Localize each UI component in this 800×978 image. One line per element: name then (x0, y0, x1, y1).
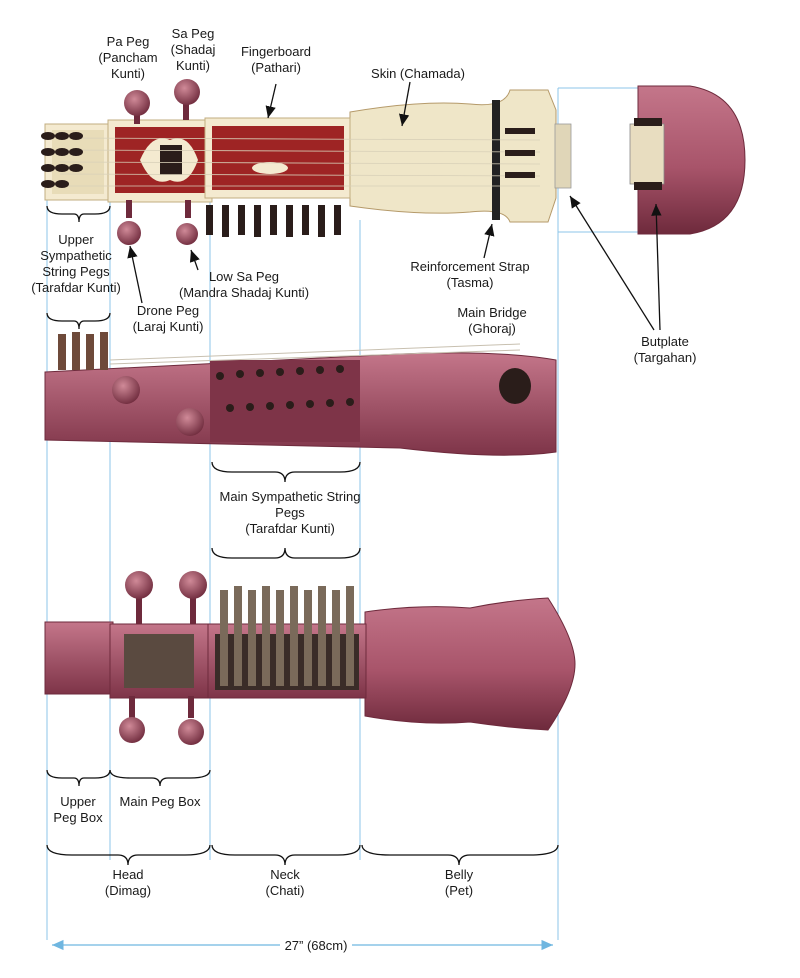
arrow-skin (398, 81, 411, 127)
reinforcement-strap (492, 100, 500, 220)
label-line: (Chati) (265, 883, 304, 898)
label-line: (Mandra Shadaj Kunti) (179, 285, 309, 300)
sa-peg-knobs (174, 79, 200, 245)
label-line: Kunti) (176, 58, 210, 73)
label-line: Low Sa Peg (209, 269, 279, 284)
label-line: Main Sympathetic String (220, 489, 361, 504)
label-line: (Tasma) (447, 275, 494, 290)
overall-length-label: 27” (68cm) (285, 938, 348, 953)
label-fingerboard: Fingerboard(Pathari) (241, 44, 311, 75)
braces (46, 205, 559, 866)
arrow-butplate-1 (569, 195, 655, 331)
top-view-instrument (41, 79, 572, 245)
label-line: (Shadaj (171, 42, 216, 57)
label-head: Head(Dimag) (105, 867, 151, 898)
label-main-peg-box: Main Peg Box (120, 794, 201, 809)
label-skin: Skin (Chamada) (371, 66, 465, 81)
guide-lines (46, 87, 640, 940)
brace-main-sympathetic-top (211, 461, 361, 483)
label-line: (Pathari) (251, 60, 301, 75)
label-line: Pegs (275, 505, 305, 520)
label-line: (Dimag) (105, 883, 151, 898)
label-line: Fingerboard (241, 44, 311, 59)
arrows (127, 81, 662, 331)
brace-belly (361, 844, 559, 866)
label-line: Butplate (641, 334, 689, 349)
dimension-line: 27” (68cm) (52, 938, 553, 953)
label-line: Upper (58, 232, 94, 247)
pa-peg-knobs (117, 90, 150, 245)
brace-upper-peg-box (46, 769, 111, 787)
arrow-drone-peg (127, 245, 143, 304)
brace-head (46, 844, 211, 866)
label-butplate: Butplate(Targahan) (634, 334, 697, 365)
label-low-sa-peg: Low Sa Peg(Mandra Shadaj Kunti) (179, 269, 309, 300)
label-line: (Pet) (445, 883, 473, 898)
label-drone-peg: Drone Peg(Laraj Kunti) (133, 303, 204, 334)
label-line: Belly (445, 867, 474, 882)
arrow-butplate-2 (651, 203, 662, 331)
arrow-reinforcement-strap (483, 223, 495, 259)
back-view-instrument (44, 571, 576, 745)
label-line: Reinforcement Strap (410, 259, 529, 274)
brace-neck (211, 844, 361, 866)
label-line: (Tarafdar Kunti) (31, 280, 121, 295)
label-neck: Neck(Chati) (265, 867, 304, 898)
brace-main-peg-box (109, 769, 211, 787)
label-line: (Pancham (98, 50, 157, 65)
label-line: Pa Peg (107, 34, 150, 49)
side-view-instrument (44, 332, 557, 456)
label-line: Head (112, 867, 143, 882)
label-line: Kunti) (111, 66, 145, 81)
label-line: (Laraj Kunti) (133, 319, 204, 334)
label-line: Main Peg Box (120, 794, 201, 809)
butplate-view (629, 85, 746, 235)
sympathetic-pegs-top (206, 205, 341, 237)
brace-main-sympathetic-bottom (211, 547, 361, 559)
label-reinforcement-strap: Reinforcement Strap(Tasma) (410, 259, 529, 290)
brace-upper-pegs-top (46, 205, 111, 223)
label-line: Drone Peg (137, 303, 199, 318)
label-line: Sa Peg (172, 26, 215, 41)
label-line: Skin (Chamada) (371, 66, 465, 81)
label-line: Main Bridge (457, 305, 526, 320)
label-belly: Belly(Pet) (445, 867, 474, 898)
label-line: Peg Box (53, 810, 103, 825)
upper-pegs-top (41, 132, 83, 188)
brace-upper-pegs-mid (46, 312, 111, 330)
arrow-low-sa-peg (189, 249, 200, 271)
label-line: (Tarafdar Kunti) (245, 521, 335, 536)
label-line: Sympathetic (40, 248, 112, 263)
arrow-fingerboard (265, 83, 277, 119)
label-main-bridge: Main Bridge(Ghoraj) (457, 305, 526, 336)
label-line: (Ghoraj) (468, 321, 516, 336)
label-line: Upper (60, 794, 96, 809)
label-line: (Targahan) (634, 350, 697, 365)
label-line: Neck (270, 867, 300, 882)
label-line: String Pegs (42, 264, 110, 279)
